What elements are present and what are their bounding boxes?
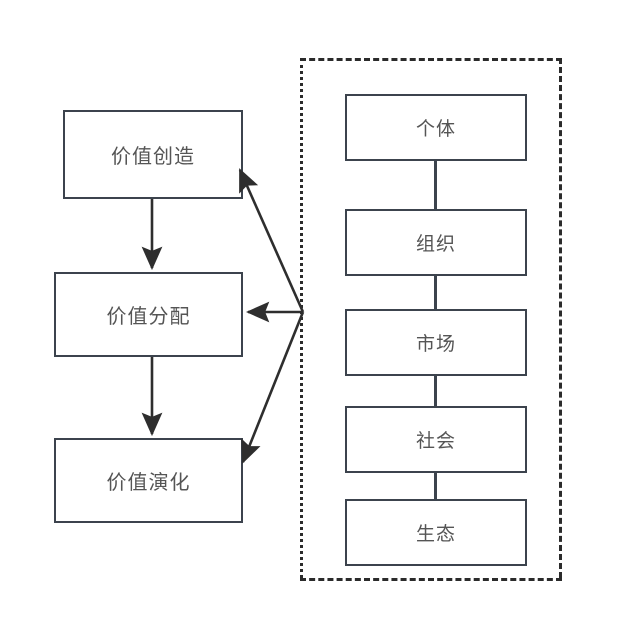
node-organization[interactable]: 组织: [345, 209, 527, 276]
node-organization-label: 组织: [415, 234, 456, 255]
chain-link-organization-market: [434, 274, 437, 311]
chain-link-individual-organization: [434, 159, 437, 211]
node-value-evolution-label: 价值演化: [106, 472, 191, 494]
node-society[interactable]: 社会: [345, 406, 527, 473]
group-border-top: [300, 58, 562, 61]
node-market-label: 市场: [415, 334, 456, 355]
node-society-label: 社会: [415, 431, 456, 452]
node-market[interactable]: 市场: [345, 309, 527, 376]
node-individual-label: 个体: [415, 119, 456, 140]
arrow-group-to-value-evolution: [241, 311, 305, 464]
chain-link-market-society: [434, 374, 437, 408]
node-individual[interactable]: 个体: [345, 94, 527, 161]
node-value-creation-label: 价值创造: [111, 146, 195, 168]
group-border-bottom: [300, 578, 562, 581]
node-ecology-label: 生态: [415, 524, 456, 545]
chain-link-society-ecology: [434, 471, 437, 501]
node-value-evolution[interactable]: 价值演化: [54, 438, 243, 523]
node-ecology[interactable]: 生态: [345, 499, 527, 566]
arrow-group-to-value-creation: [238, 168, 305, 313]
node-value-distribution[interactable]: 价值分配: [54, 272, 243, 357]
node-value-distribution-label: 价值分配: [106, 306, 191, 328]
group-border-left: [300, 58, 303, 578]
group-border-right: [559, 58, 562, 578]
node-value-creation[interactable]: 价值创造: [63, 110, 243, 199]
